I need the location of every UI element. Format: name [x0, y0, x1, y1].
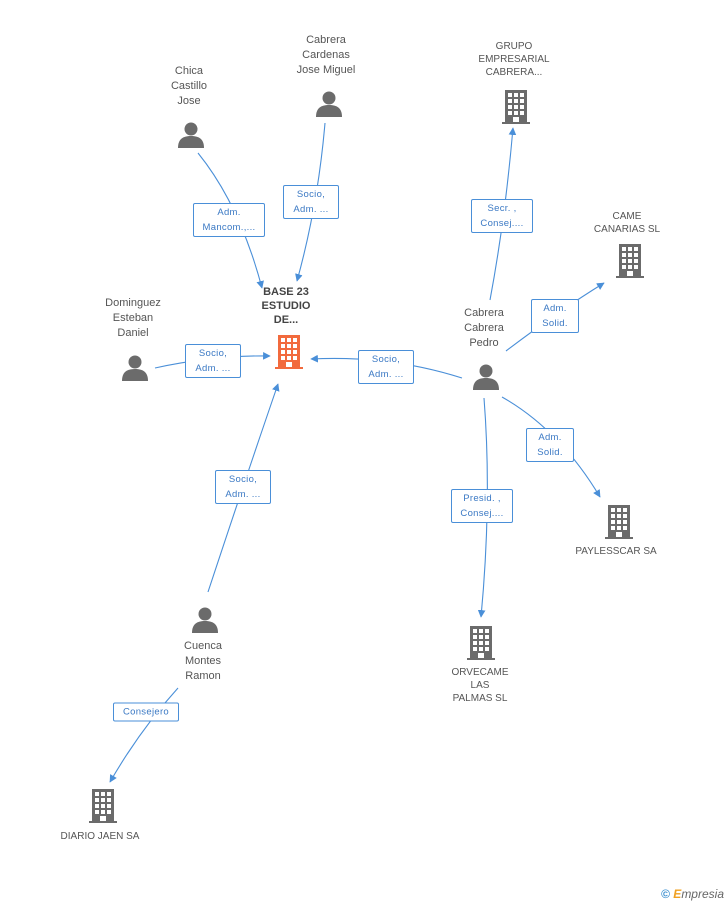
brand-initial: E — [673, 887, 682, 901]
edge-label-pedro-base[interactable]: Socio, Adm. ... — [358, 350, 414, 384]
node-label-cabrera-pedro[interactable]: Cabrera Cabrera Pedro — [464, 307, 504, 349]
person-icon — [178, 122, 204, 148]
person-icon — [122, 355, 148, 381]
building-icon — [467, 626, 495, 660]
node-label-payless[interactable]: PAYLESSCAR SA — [575, 546, 657, 557]
edge-label-chica-base[interactable]: Adm. Mancom.,... — [193, 203, 265, 237]
person-icon — [316, 91, 342, 117]
node-label-base[interactable]: BASE 23 ESTUDIO DE... — [261, 286, 311, 326]
node-label-cuenca[interactable]: Cuenca Montes Ramon — [184, 640, 222, 682]
node-label-cabrera-cardenas[interactable]: Cabrera Cardenas Jose Miguel — [296, 34, 356, 76]
copyright-icon: © — [661, 887, 670, 901]
person-icon — [192, 607, 218, 633]
building-icon — [502, 90, 530, 124]
edge-label-pedro-payless[interactable]: Adm. Solid. — [526, 428, 574, 462]
building-icon — [616, 244, 644, 278]
node-label-diario[interactable]: DIARIO JAEN SA — [60, 831, 140, 842]
node-label-came[interactable]: CAME CANARIAS SL — [593, 211, 661, 235]
edge-label-cardenas-base[interactable]: Socio, Adm. ... — [283, 185, 339, 219]
brand-logo: © Empresia — [661, 887, 724, 901]
person-icon — [473, 364, 499, 390]
node-label-chica[interactable]: Chica Castillo Jose — [170, 65, 208, 107]
building-icon — [605, 505, 633, 539]
edge-label-pedro-grupo[interactable]: Secr. , Consej.... — [471, 199, 533, 233]
edge-label-pedro-came[interactable]: Adm. Solid. — [531, 299, 579, 333]
brand-name: mpresia — [681, 887, 724, 901]
edge-label-dominguez-base[interactable]: Socio, Adm. ... — [185, 344, 241, 378]
edge-cuenca-diario — [109, 687, 179, 783]
edge-label-pedro-orvecame[interactable]: Presid. , Consej.... — [451, 489, 513, 523]
node-label-orvecame[interactable]: ORVECAME LAS PALMAS SL — [451, 667, 509, 704]
edge-label-cuenca-base[interactable]: Socio, Adm. ... — [215, 470, 271, 504]
building-icon-highlight — [275, 335, 303, 369]
node-label-grupo[interactable]: GRUPO EMPRESARIAL CABRERA... — [478, 41, 550, 78]
node-label-dominguez[interactable]: Dominguez Esteban Daniel — [105, 297, 161, 339]
edge-label-cuenca-diario[interactable]: Consejero — [113, 702, 179, 722]
building-icon — [89, 789, 117, 823]
